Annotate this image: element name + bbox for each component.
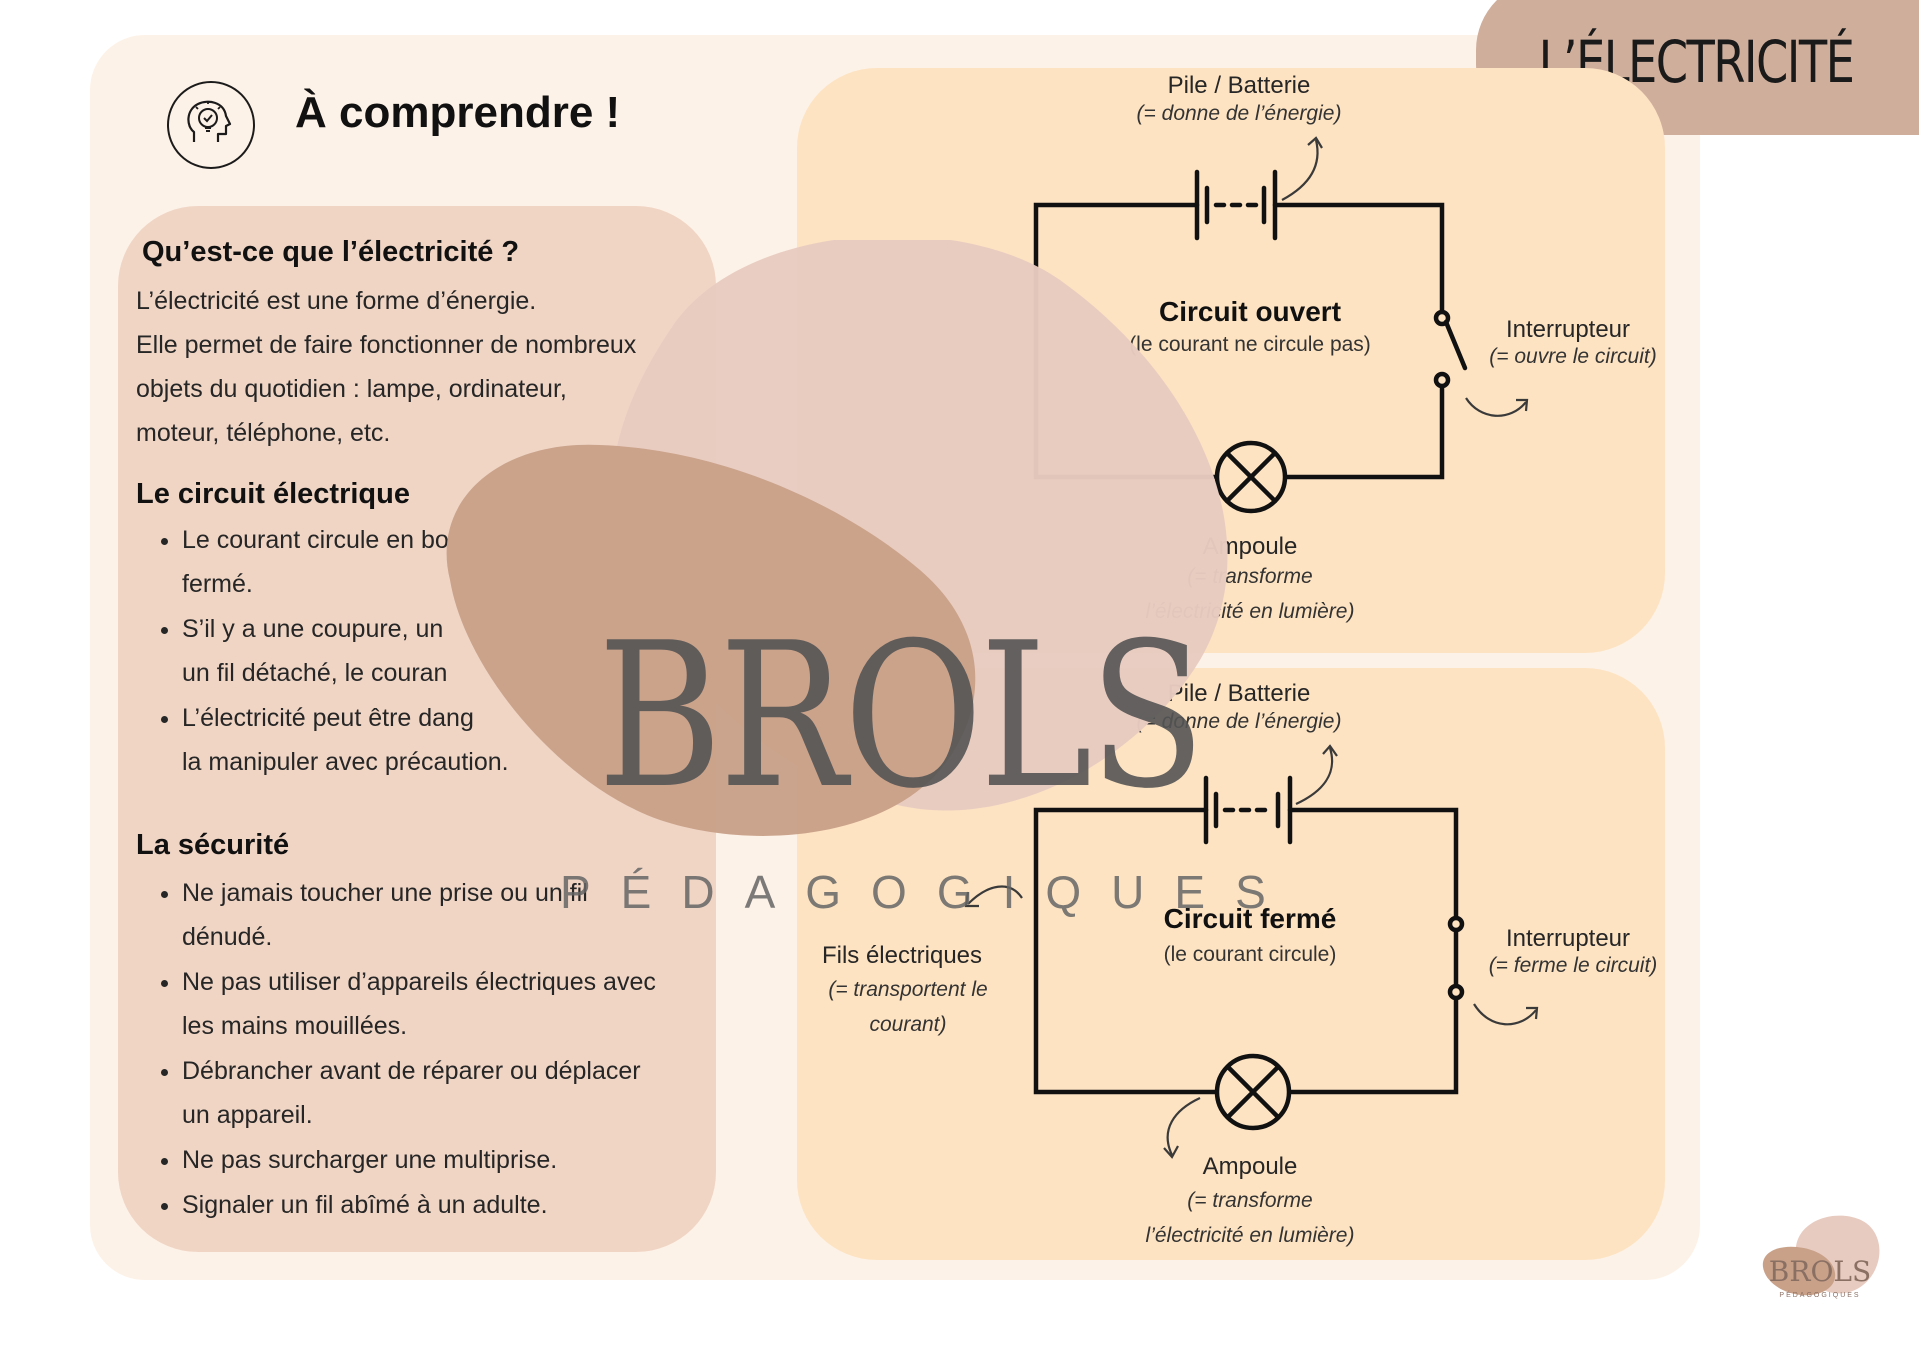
- battery-icon: [1203, 775, 1293, 845]
- curved-arrow-icon: [1295, 747, 1334, 805]
- closed-switch-label: Interrupteur: [1505, 925, 1631, 952]
- open-circuit-title: Circuit ouvert: [1158, 296, 1342, 327]
- open-switch-label: Interrupteur: [1505, 316, 1631, 343]
- list-item: Ne jamais toucher une prise ou un fildén…: [182, 871, 716, 959]
- closed-circuit-subtitle: (le courant circule): [1163, 943, 1337, 966]
- closed-switch-note: (= ferme le circuit): [1488, 954, 1658, 977]
- question-text: L’électricité est une forme d’énergie. E…: [136, 279, 636, 455]
- section-heading: À comprendre !: [295, 88, 621, 137]
- closed-switch-icon: [1447, 915, 1465, 1001]
- curved-arrow-icon: [1465, 397, 1527, 417]
- open-switch-icon: [1433, 309, 1468, 389]
- curved-arrow-icon: [1281, 139, 1319, 201]
- list-item: Ne pas utiliser d’appareils électriques …: [182, 960, 716, 1048]
- curved-arrow-icon: [967, 885, 1023, 905]
- wires-label: Fils électriques: [821, 942, 983, 969]
- logo-blob-icon: [1762, 1215, 1880, 1296]
- closed-battery-note: (= donne de l’énergie): [1136, 710, 1342, 733]
- safety-heading: La sécurité: [136, 829, 290, 861]
- list-item: Ne pas surcharger une multiprise.: [182, 1138, 716, 1182]
- watermark-blob: [446, 240, 1228, 836]
- head-lightbulb-icon: [166, 80, 256, 170]
- open-battery-label: Pile / Batterie: [1167, 72, 1311, 99]
- watermark-subtitle: PÉDAGOGIQUES: [560, 866, 1296, 918]
- list-item: Débrancher avant de réparer ou déplaceru…: [182, 1049, 716, 1137]
- bulb-icon: [1214, 1053, 1292, 1131]
- arrow-icons: [964, 136, 1539, 1159]
- closed-circuit-title: Circuit fermé: [1163, 903, 1337, 934]
- question-heading: Qu’est-ce que l’électricité ?: [142, 236, 520, 268]
- wires-note: courant): [869, 1013, 947, 1036]
- logo-subtitle: PÉDAGOGIQUES: [1779, 1292, 1861, 1299]
- logo-name: BROLS: [1768, 1255, 1872, 1288]
- watermark-name: BROLS: [597, 600, 1206, 833]
- text-line: moteur, téléphone, etc.: [136, 419, 391, 447]
- closed-bulb-label: Ampoule: [1202, 1153, 1298, 1180]
- open-switch-note: (= ouvre le circuit): [1489, 345, 1657, 368]
- bulb-icon: [1214, 440, 1288, 514]
- text-line: L’électricité est une forme d’énergie.: [136, 287, 537, 315]
- curved-arrow-icon: [1166, 1097, 1201, 1156]
- curved-arrow-icon: [1473, 1003, 1537, 1026]
- text-line: Elle permet de faire fonctionner de nomb…: [136, 331, 637, 359]
- open-battery-note: (= donne de l’énergie): [1136, 102, 1342, 125]
- battery-icon: [1194, 169, 1278, 241]
- closed-bulb-note: l’électricité en lumière): [1145, 1224, 1355, 1247]
- wires-note: (= transportent le: [828, 978, 988, 1001]
- closed-battery-label: Pile / Batterie: [1167, 680, 1311, 707]
- open-circuit-subtitle: (le courant ne circule pas): [1129, 333, 1371, 356]
- circuit-heading: Le circuit électrique: [136, 478, 410, 510]
- list-item: Signaler un fil abîmé à un adulte.: [182, 1183, 716, 1227]
- closed-bulb-note: (= transforme: [1187, 1189, 1313, 1212]
- closed-circuit-wires: [1033, 807, 1459, 1095]
- safety-list: Ne jamais toucher une prise ou un fildén…: [136, 871, 716, 1228]
- text-line: objets du quotidien : lampe, ordinateur,: [136, 375, 567, 403]
